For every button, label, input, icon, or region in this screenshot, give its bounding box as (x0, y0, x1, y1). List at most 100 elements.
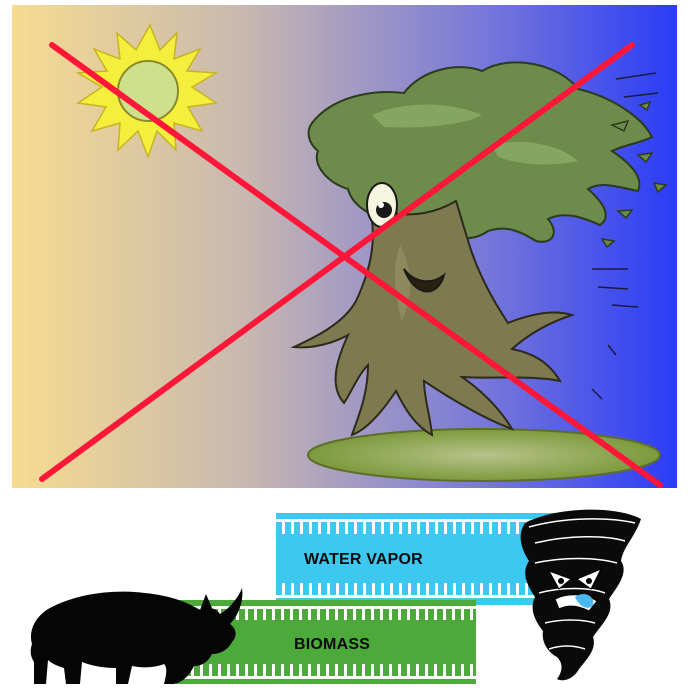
strip-tooth (407, 609, 410, 620)
strip-tooth (498, 583, 501, 595)
strip-tooth (335, 609, 338, 620)
strip-tooth (353, 664, 356, 676)
water-vapor-label: WATER VAPOR (304, 551, 423, 569)
strip-tooth (281, 664, 284, 676)
strip-tooth (299, 664, 302, 676)
strip-tooth (407, 664, 410, 676)
strip-tooth (453, 583, 456, 595)
strip-tooth (417, 522, 420, 534)
strip-tooth (444, 522, 447, 534)
strip-tooth (282, 583, 285, 595)
strip-tooth (461, 664, 464, 676)
strip-tooth (471, 522, 474, 534)
strip-tooth (345, 583, 348, 595)
strip-tooth (426, 583, 429, 595)
strip-tooth (300, 522, 303, 534)
strip-tooth (470, 664, 473, 676)
strip-tooth (291, 583, 294, 595)
strip-tooth (363, 522, 366, 534)
strip-tooth (263, 664, 266, 676)
strip-tooth (461, 609, 464, 620)
strip-tooth (416, 609, 419, 620)
strip-tooth (254, 609, 257, 620)
strip-tooth (480, 583, 483, 595)
strip-tooth (435, 522, 438, 534)
strip-tooth (336, 522, 339, 534)
strip-tooth (398, 609, 401, 620)
strip-tooth (399, 583, 402, 595)
strip-tooth (435, 583, 438, 595)
strip-tooth (408, 583, 411, 595)
strip-tooth (326, 609, 329, 620)
strip-tooth (471, 583, 474, 595)
strip-tooth (443, 664, 446, 676)
strip-tooth (281, 609, 284, 620)
strip-tooth (354, 522, 357, 534)
strip-tooth (399, 522, 402, 534)
strip-tooth (309, 522, 312, 534)
strip-tooth (290, 664, 293, 676)
strip-tooth (452, 664, 455, 676)
strip-tooth (335, 664, 338, 676)
strip-tooth (291, 522, 294, 534)
strip-tooth (453, 522, 456, 534)
strip-tooth (434, 664, 437, 676)
strip-tooth (408, 522, 411, 534)
strip-tooth (308, 664, 311, 676)
strip-tooth (327, 522, 330, 534)
strip-tooth (425, 609, 428, 620)
strip-tooth (389, 664, 392, 676)
strip-tooth (318, 583, 321, 595)
tornado-icon (505, 503, 645, 685)
strip-tooth (489, 583, 492, 595)
strip-tooth (389, 609, 392, 620)
strip-tooth (371, 664, 374, 676)
strip-tooth (318, 522, 321, 534)
strip-tooth (308, 609, 311, 620)
strip-tooth (317, 609, 320, 620)
strip-tooth (380, 609, 383, 620)
rhinoceros-icon (24, 584, 246, 688)
strip-tooth (434, 609, 437, 620)
strip-tooth (443, 609, 446, 620)
biomass-label: BIOMASS (294, 636, 370, 654)
strip-tooth (336, 583, 339, 595)
strip-tooth (444, 583, 447, 595)
strip-tooth (462, 583, 465, 595)
strip-tooth (452, 609, 455, 620)
strip-tooth (282, 522, 285, 534)
strip-tooth (416, 664, 419, 676)
strip-tooth (462, 522, 465, 534)
strip-tooth (345, 522, 348, 534)
strip-tooth (263, 609, 266, 620)
strip-tooth (381, 583, 384, 595)
strip-tooth (254, 664, 257, 676)
strip-tooth (498, 522, 501, 534)
strip-tooth (326, 664, 329, 676)
strip-tooth (381, 522, 384, 534)
strip-tooth (317, 664, 320, 676)
strip-tooth (344, 664, 347, 676)
strip-tooth (417, 583, 420, 595)
strip-tooth (353, 609, 356, 620)
strip-tooth (426, 522, 429, 534)
strip-tooth (372, 583, 375, 595)
strip-tooth (380, 664, 383, 676)
strip-tooth (327, 583, 330, 595)
ground-patch (308, 429, 660, 481)
strip-tooth (362, 609, 365, 620)
strip-tooth (290, 609, 293, 620)
strip-tooth (362, 664, 365, 676)
strip-tooth (309, 583, 312, 595)
strip-tooth (480, 522, 483, 534)
strip-tooth (363, 583, 366, 595)
strip-tooth (354, 583, 357, 595)
strip-tooth (272, 664, 275, 676)
strip-tooth (398, 664, 401, 676)
strip-tooth (372, 522, 375, 534)
strip-tooth (300, 583, 303, 595)
strip-tooth (299, 609, 302, 620)
strip-tooth (489, 522, 492, 534)
crossed-out-tree-panel (12, 5, 677, 488)
